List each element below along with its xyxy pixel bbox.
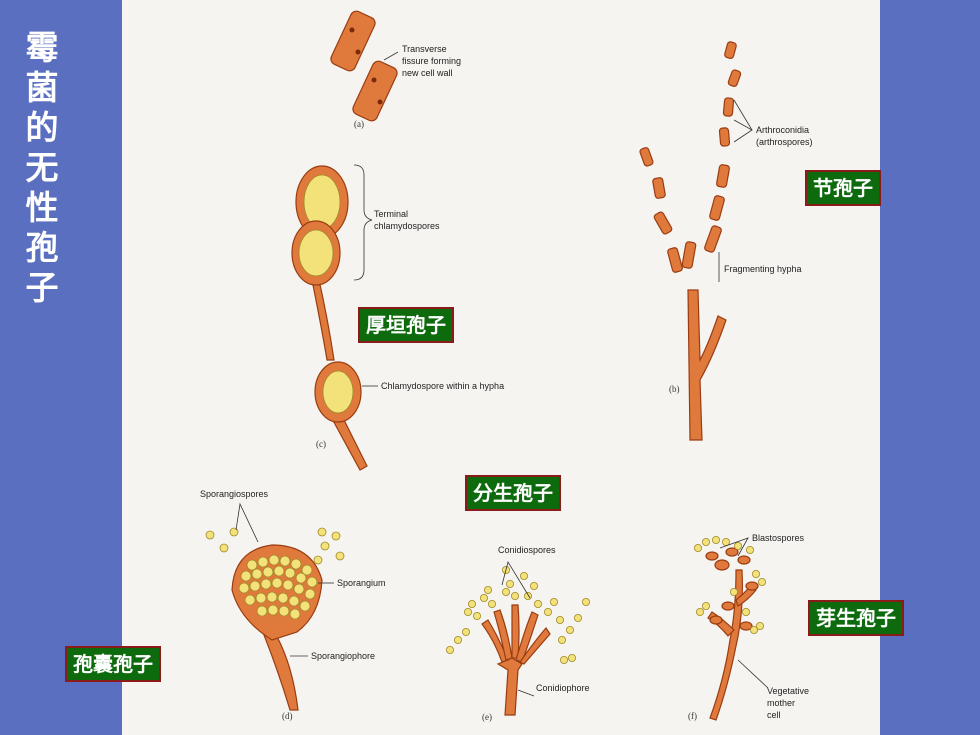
letter-b: (b): [669, 384, 680, 394]
arthroconidia-chain: [639, 41, 742, 441]
label-blastospores: Blastospores: [752, 533, 805, 543]
letter-d: (d): [282, 711, 293, 721]
chlamydospore-hypha: [291, 165, 368, 471]
label-chlamydospore-cn: 厚垣孢子: [358, 307, 454, 343]
label-blastospore-cn: 芽生孢子: [808, 600, 904, 636]
letter-c: (c): [316, 439, 326, 449]
label-fragmenting-hypha: Fragmenting hypha: [724, 264, 802, 274]
label-sporangium: Sporangium: [337, 578, 386, 588]
label-cell: cell: [767, 710, 781, 720]
figure-panel: .hy { fill:#e07a3c; stroke:#9a3c12; stro…: [122, 0, 880, 735]
label-sporangiospore-cn: 孢囊孢子: [65, 646, 161, 682]
slide-title: 霉菌的无性孢子: [25, 28, 59, 307]
label-chlamydospores: chlamydospores: [374, 221, 440, 231]
label-transverse-1: Transverse: [402, 44, 447, 54]
letter-e: (e): [482, 712, 492, 722]
letter-f: (f): [688, 711, 697, 721]
label-mother: mother: [767, 698, 795, 708]
label-sporangiospores: Sporangiospores: [200, 489, 269, 499]
transverse-fissure-hypha: [330, 10, 398, 122]
fungal-spores-diagram: .hy { fill:#e07a3c; stroke:#9a3c12; stro…: [200, 10, 813, 722]
label-conidiospores: Conidiospores: [498, 545, 556, 555]
label-transverse-2: fissure forming: [402, 56, 461, 66]
label-transverse-3: new cell wall: [402, 68, 453, 78]
label-chlamydospore-within: Chlamydospore within a hypha: [381, 381, 504, 391]
label-conidiospore-cn: 分生孢子: [465, 475, 561, 511]
conidiophore: [445, 566, 590, 716]
label-sporangiophore: Sporangiophore: [311, 651, 375, 661]
label-arthrospores: (arthrospores): [756, 137, 813, 147]
label-conidiophore: Conidiophore: [536, 683, 590, 693]
label-terminal: Terminal: [374, 209, 408, 219]
sporangium: [205, 527, 345, 711]
letter-a: (a): [354, 119, 364, 129]
label-vegetative: Vegetative: [767, 686, 809, 696]
label-arthrospore-cn: 节孢子: [805, 170, 881, 206]
label-arthroconidia: Arthroconidia: [756, 125, 809, 135]
blastospore-hypha: [694, 536, 767, 721]
